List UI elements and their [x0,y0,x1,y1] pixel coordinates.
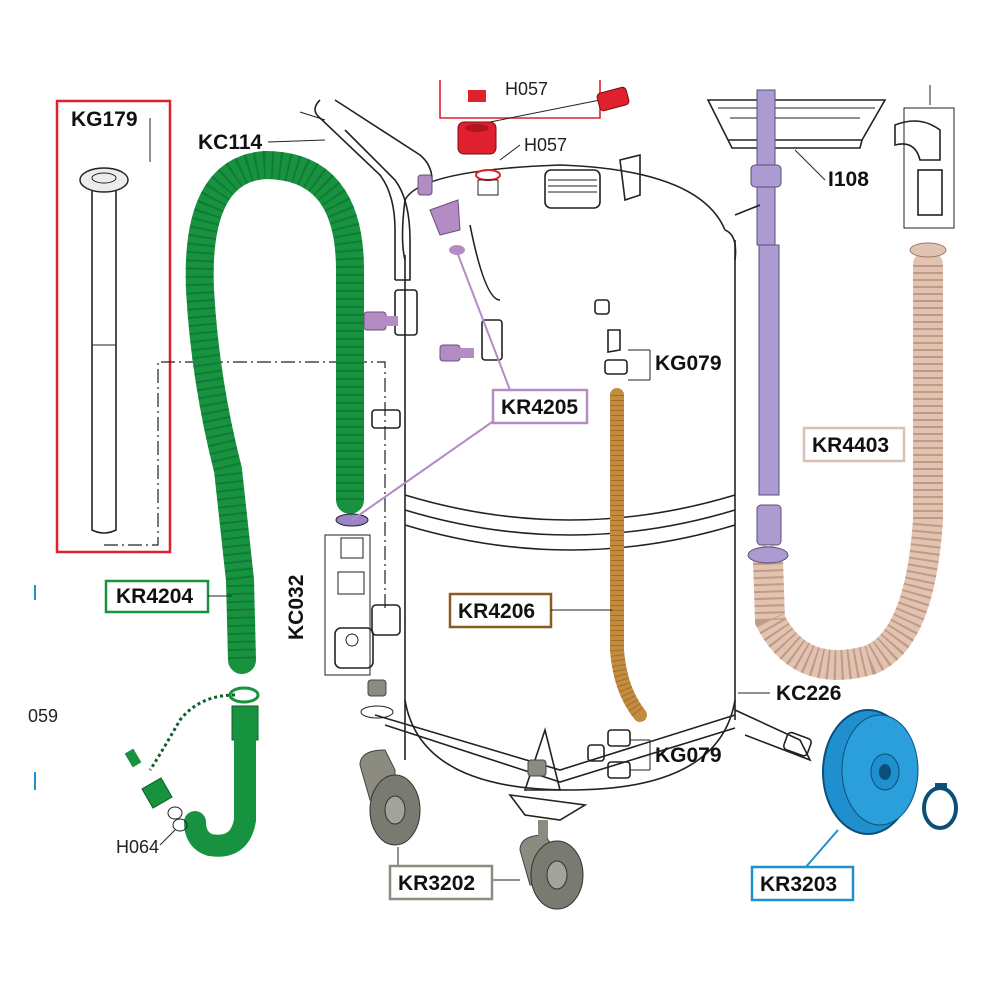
kr4205-label: KR4205 [501,396,578,419]
kg179-leader [104,361,386,610]
h059-partial-label: 059 [28,706,58,726]
hose-kr4204 [124,150,364,857]
tube-kr4206 [610,388,647,722]
kg179-label: KG179 [71,108,138,131]
i108-label: I108 [828,168,869,191]
kg079-top-label: KG079 [655,352,722,375]
h064-label: H064 [116,837,159,857]
kr4204-label: KR4204 [116,585,193,608]
bolts-kr4205 [363,174,503,362]
circlip [922,783,958,830]
hose-kr4403 [747,242,947,680]
kr4206-label: KR4206 [458,600,535,623]
elbow-frame [903,107,955,229]
kc032-label: KC032 [285,575,308,640]
tray-i108 [706,99,887,149]
caster-center [519,759,584,910]
h057-label: H057 [524,135,567,155]
fitting-kg079-top [594,299,651,381]
valve-h057 [439,80,630,196]
kg179-frame [55,99,172,554]
elbow-fitting [894,120,943,216]
kr3203-label: KR3203 [760,873,837,896]
tank-body [401,153,737,791]
kc226-label: KC226 [776,682,841,705]
kr4403-label: KR4403 [812,434,889,457]
kg079-bottom-label: KG079 [655,744,722,767]
kr4205-frame [491,388,589,425]
kc114-label: KC114 [198,131,263,154]
kr3203-frame [750,865,855,902]
drain-pipe [734,89,782,546]
caster-left [359,679,421,846]
wand-kg179 [79,167,129,534]
base-frame [374,709,812,821]
tank-neck [544,169,601,209]
kr3202-label: KR3202 [398,872,475,895]
wheel-kr3203 [822,709,919,835]
h057-top-label: H057 [505,79,548,99]
kr3202-frame [388,864,494,901]
fitting-kg079-bottom [587,729,651,779]
kr4403-frame [802,426,906,463]
kr4205-leaders [351,251,511,521]
